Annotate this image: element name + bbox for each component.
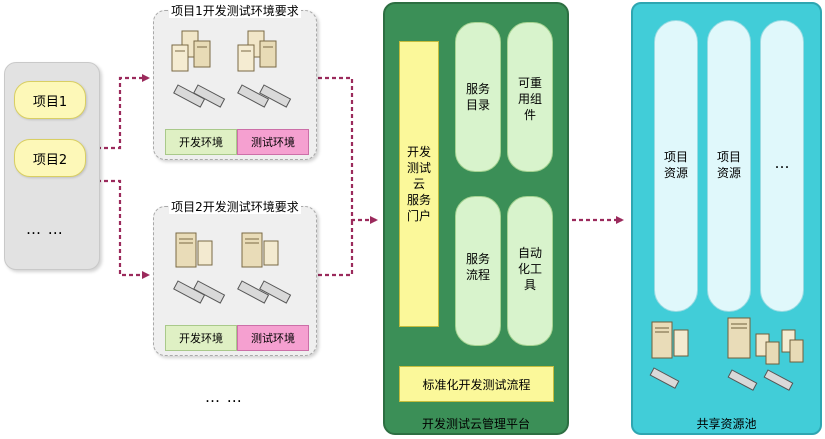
server-rack-icon [649,367,794,391]
server-group-icon [173,232,292,304]
env-requirement-title: 项目1开发测试环境要求 [169,4,301,18]
service-catalog-label: 服务 目录 [465,82,490,112]
service-portal[interactable]: 开发 测试 云 服务 门户 [399,41,439,327]
server-rack-icon [173,84,292,108]
server-group-icon [171,30,292,108]
projects-more: … … [26,220,64,238]
arrow-env1-to-platform [318,76,378,224]
dev-env-label: 开发环境 [165,325,237,351]
project-1[interactable]: 项目1 [14,81,86,119]
arrow-env2-to-platform [318,220,354,277]
server-rack-icon [173,280,292,304]
automation-tools[interactable]: 自动 化工 具 [507,196,553,346]
project-2[interactable]: 项目2 [14,139,86,177]
project-resource-label: 项目 资源 [716,150,741,180]
arrow-project1-to-env1 [90,74,150,150]
more-resource-label: … [774,154,790,172]
reusable-components-label: 可重 用组 件 [517,76,542,122]
arrow-project2-to-env2 [90,179,150,279]
server-tower-icon [651,317,804,365]
project-resource-column[interactable]: 项目 资源 [654,20,698,312]
reusable-components[interactable]: 可重 用组 件 [507,22,553,172]
automation-tools-label: 自动 化工 具 [517,246,542,292]
pool-server-group-icon [649,317,804,391]
test-env-label: 测试环境 [237,325,309,351]
service-catalog[interactable]: 服务 目录 [455,22,501,172]
env-requirement-project2: 项目2开发测试环境要求 开发环境 测试环境 [153,200,317,356]
platform-label: 开发测试云管理平台 [421,417,530,431]
env-requirement-title: 项目2开发测试环境要求 [169,200,301,214]
env-more: … … [205,388,243,406]
standard-process[interactable]: 标准化开发测试流程 [399,366,554,402]
more-resource-column[interactable]: … [760,20,804,312]
service-process[interactable]: 服务 流程 [455,196,501,346]
dev-env-label: 开发环境 [165,129,237,155]
service-process-label: 服务 流程 [465,252,490,282]
env-requirement-project1: 项目1开发测试环境要求 开发环境 测试环境 [153,4,317,160]
server-tower-icon [175,232,279,268]
server-tower-icon [171,30,277,72]
project-resource-column[interactable]: 项目 资源 [707,20,751,312]
project-resource-label: 项目 资源 [663,150,688,180]
pool-label: 共享资源池 [696,417,757,431]
test-env-label: 测试环境 [237,129,309,155]
